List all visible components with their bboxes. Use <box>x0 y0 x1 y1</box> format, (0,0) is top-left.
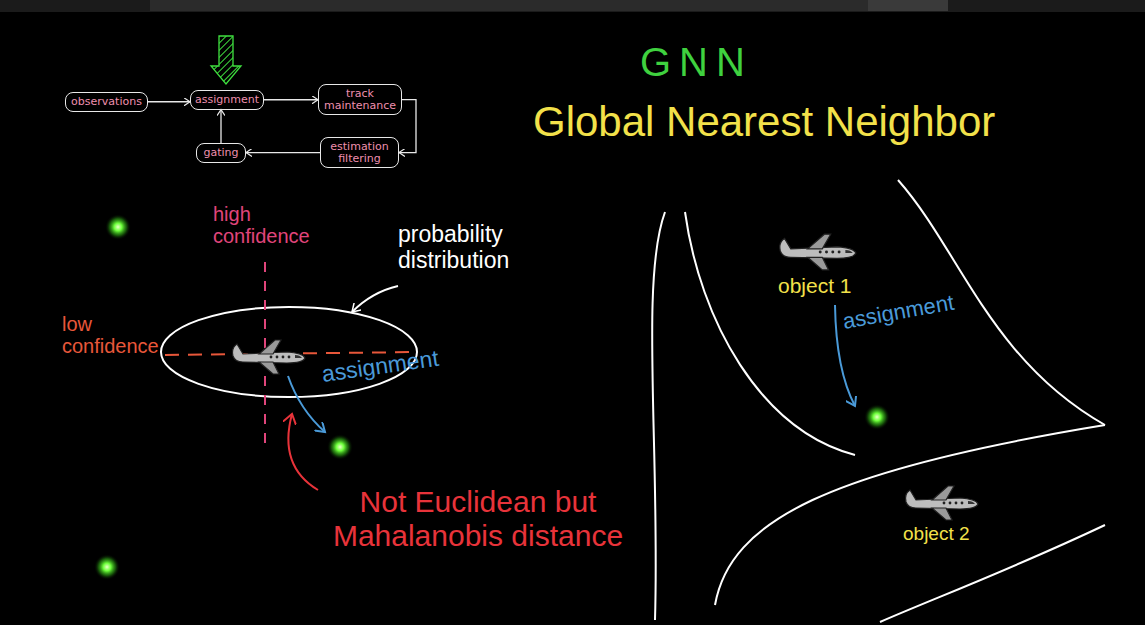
object-label: object 1 <box>778 274 852 298</box>
object-label: object 2 <box>903 523 970 544</box>
axis-label: high confidence <box>213 203 338 248</box>
box-text: estimation filtering <box>325 141 394 164</box>
box-text: assignment <box>195 94 259 106</box>
flow-arrow <box>220 110 221 143</box>
process-box: estimation filtering <box>320 137 399 168</box>
title: GNN <box>640 40 753 85</box>
note: Not Euclidean but Mahalanobis distance <box>308 485 648 552</box>
box-text: track maintenance <box>323 88 397 111</box>
axis-label: low confidence <box>62 313 162 358</box>
subtitle: Global Nearest Neighbor <box>533 98 995 145</box>
flow-arrow <box>246 152 320 153</box>
process-box: observations <box>65 92 148 112</box>
process-box: gating <box>196 143 246 163</box>
callout-label: probability distribution <box>398 222 563 274</box>
process-box: assignment <box>190 90 264 110</box>
flow-arrow <box>264 99 318 100</box>
process-box: track maintenance <box>318 84 402 115</box>
arrow-label: assignment <box>841 291 956 335</box>
box-text: observations <box>70 96 143 108</box>
box-text: gating <box>201 147 241 159</box>
flow-arrow <box>148 101 190 102</box>
